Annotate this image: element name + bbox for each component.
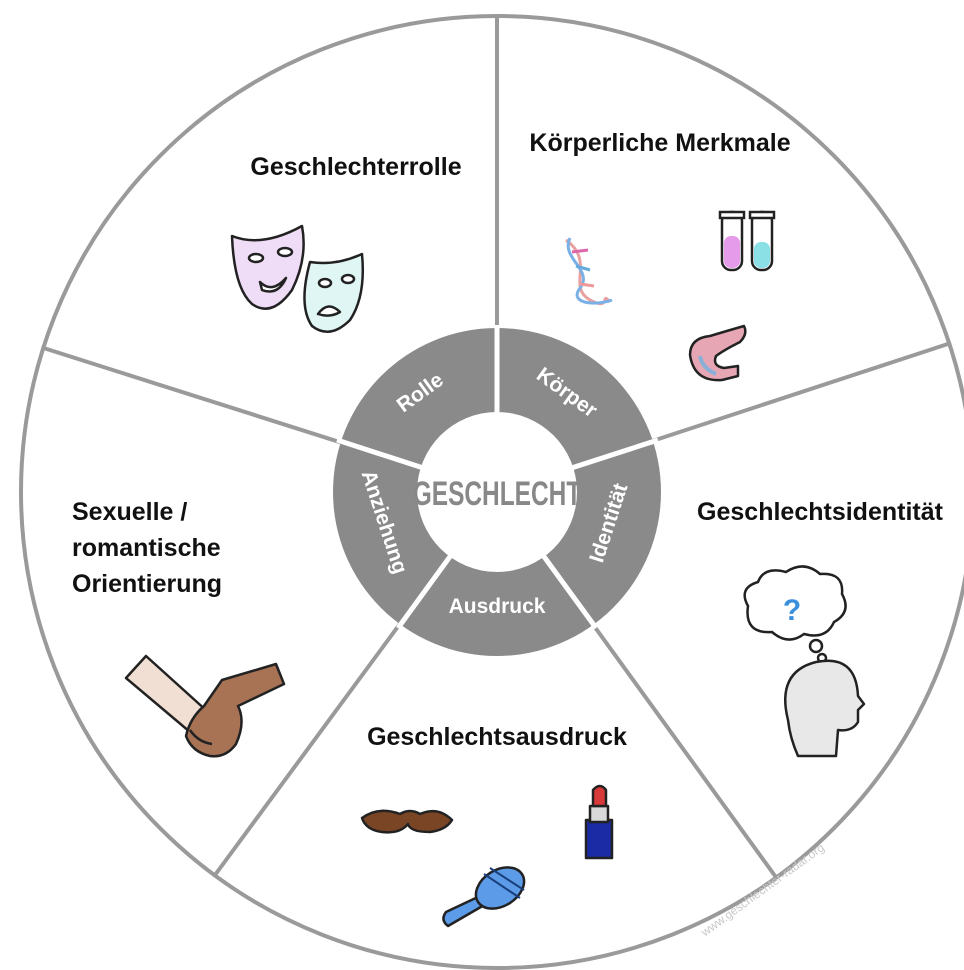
thought-bubble-question-icon: ?	[743, 565, 847, 664]
title-orientierung-line-2: romantische	[72, 534, 221, 562]
title-orientierung-line-3: Orientierung	[72, 570, 222, 598]
title-koerperliche-merkmale: Körperliche Merkmale	[529, 129, 790, 157]
title-geschlechterrolle: Geschlechterrolle	[250, 153, 461, 181]
holding-hands-icon	[124, 654, 286, 758]
lipstick-icon	[584, 784, 614, 860]
hairbrush-icon	[442, 866, 526, 928]
svg-text:?: ?	[783, 594, 801, 627]
pancreas-icon	[688, 324, 747, 382]
theater-masks-icon	[230, 224, 365, 333]
center-disc	[417, 412, 577, 572]
title-geschlechtsidentitaet: Geschlechtsidentität	[697, 498, 944, 526]
head-silhouette-icon	[784, 659, 866, 758]
center-label: GESCHLECHT	[413, 475, 582, 513]
ring-label-ausdruck: Ausdruck	[449, 595, 546, 618]
mustache-icon	[360, 809, 454, 834]
title-geschlechtsausdruck: Geschlechtsausdruck	[367, 723, 627, 751]
title-orientierung-line-1: Sexuelle /	[72, 498, 187, 526]
dna-icon	[565, 237, 613, 306]
test-tubes-icon	[718, 210, 776, 272]
